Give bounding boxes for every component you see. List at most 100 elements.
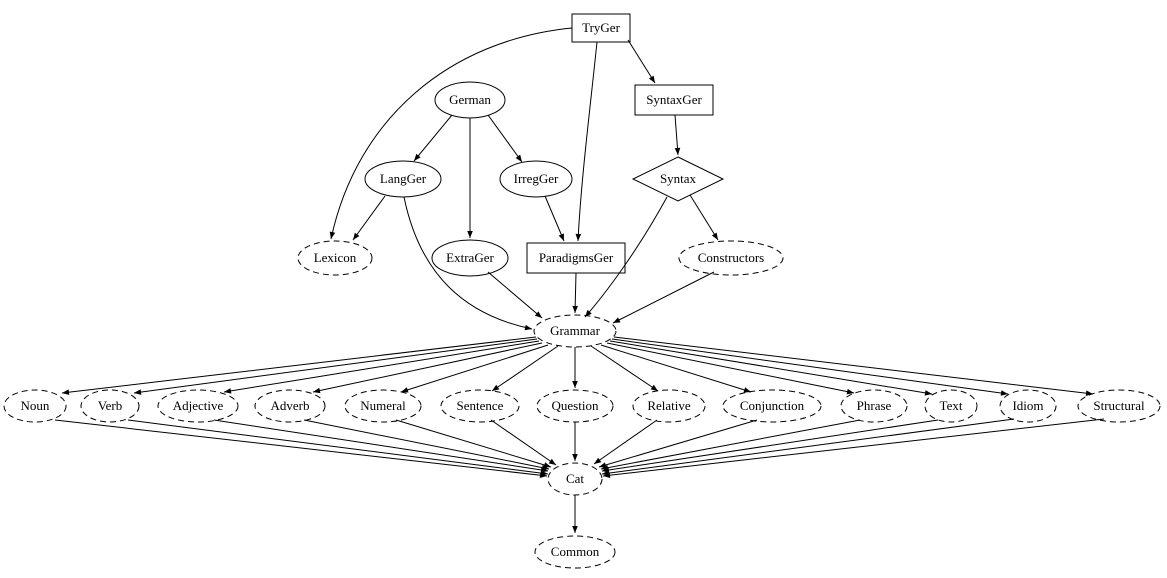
node-text-label: Text <box>940 398 963 413</box>
edge-sentence-cat <box>490 419 557 466</box>
edge-extrager-grammar <box>487 271 543 319</box>
node-lexicon: Lexicon <box>297 240 373 276</box>
node-adverb-shape <box>254 389 326 423</box>
node-text: Text <box>924 389 978 423</box>
edge-tryger-lexicon <box>329 27 573 240</box>
node-structural-shape <box>1077 389 1161 423</box>
node-langger-label: LangGer <box>380 171 427 186</box>
node-conjunction-shape <box>722 389 822 423</box>
node-adjective-shape <box>157 389 239 423</box>
edge-syntaxger-syntax <box>674 114 681 156</box>
edge-constructors-grammar <box>612 271 715 324</box>
node-numeral: Numeral <box>344 389 422 423</box>
edge-structural-cat <box>602 418 1105 478</box>
edge-text-cat <box>601 419 939 473</box>
node-syntax-shape <box>631 156 725 202</box>
edge-grammar-phrase <box>606 342 855 395</box>
node-noun: Noun <box>3 389 67 423</box>
node-sentence-shape <box>440 389 520 423</box>
node-lexicon-label: Lexicon <box>314 250 357 265</box>
edge-conjunction-cat <box>598 419 758 468</box>
edge-paradigmsger-grammar <box>572 272 578 314</box>
node-cat-label: Cat <box>566 471 584 486</box>
edges-layer <box>54 27 1105 533</box>
edge-grammar-noun <box>61 336 537 395</box>
edge-german-irregger <box>487 114 523 163</box>
edge-grammar-text <box>609 340 933 396</box>
node-verb-shape <box>80 389 140 423</box>
node-german-label: German <box>449 92 491 107</box>
node-lexicon-shape <box>297 240 373 276</box>
edge-grammar-sentence <box>491 345 559 392</box>
node-irregger-label: IrregGer <box>514 171 559 186</box>
node-syntaxger: SyntaxGer <box>634 84 714 116</box>
node-extrager-shape <box>431 239 509 277</box>
edge-adjective-cat <box>213 419 549 473</box>
node-grammar-label: Grammar <box>550 323 600 338</box>
node-adjective-label: Adjective <box>173 398 224 413</box>
node-syntax-label: Syntax <box>660 171 697 186</box>
node-constructors-shape <box>678 240 784 276</box>
edge-tryger-paradigmsger <box>575 41 598 242</box>
node-structural: Structural <box>1077 389 1161 423</box>
node-sentence-label: Sentence <box>457 398 504 413</box>
node-extrager-label: ExtraGer <box>446 250 494 265</box>
node-cat: Cat <box>547 462 603 496</box>
node-langger-shape <box>364 160 442 198</box>
edge-grammar-adverb <box>312 342 543 394</box>
node-noun-shape <box>3 389 67 423</box>
node-text-shape <box>924 389 978 423</box>
node-question-label: Question <box>552 398 599 413</box>
node-question: Question <box>536 389 614 423</box>
edge-phrase-cat <box>600 419 861 471</box>
node-irregger-shape <box>499 160 573 198</box>
node-paradigmsger-label: ParadigmsGer <box>539 250 614 265</box>
node-common: Common <box>534 535 616 569</box>
node-noun-label: Noun <box>21 398 50 413</box>
node-idiom: Idiom <box>999 389 1057 423</box>
edge-grammar-verb <box>133 338 538 395</box>
node-common-label: Common <box>551 544 600 559</box>
edge-grammar-adjective <box>223 340 540 394</box>
node-phrase-shape <box>840 389 908 423</box>
node-adjective: Adjective <box>157 389 239 423</box>
edge-syntax-grammar <box>584 196 668 318</box>
edge-grammar-structural <box>613 336 1094 396</box>
edge-relative-cat <box>593 419 658 465</box>
node-conjunction: Conjunction <box>722 389 822 423</box>
node-verb: Verb <box>80 389 140 423</box>
edge-adverb-cat <box>303 419 550 471</box>
edge-irregger-paradigmsger <box>544 195 565 242</box>
node-relative-shape <box>632 389 706 423</box>
node-common-shape <box>534 535 616 569</box>
edge-numeral-cat <box>395 419 552 468</box>
edge-grammar-conjunction <box>600 344 752 393</box>
edge-idiom-cat <box>601 418 1015 476</box>
node-grammar-shape <box>533 314 617 348</box>
node-paradigmsger: ParadigmsGer <box>526 242 626 274</box>
edge-grammar-relative <box>590 345 659 392</box>
node-constructors-label: Constructors <box>698 250 764 265</box>
nodes-layer: TryGer German SyntaxGer LangGer IrregGer… <box>3 13 1161 569</box>
node-adverb-label: Adverb <box>271 398 310 413</box>
edge-langger-grammar <box>403 196 533 331</box>
node-structural-label: Structural <box>1093 398 1145 413</box>
node-relative: Relative <box>632 389 706 423</box>
edge-grammar-idiom <box>611 338 1009 396</box>
node-idiom-shape <box>999 389 1057 423</box>
edge-verb-cat <box>127 419 549 476</box>
node-syntaxger-shape <box>634 84 714 116</box>
node-idiom-label: Idiom <box>1012 398 1043 413</box>
node-numeral-shape <box>344 389 422 423</box>
edge-grammar-numeral <box>400 344 549 393</box>
node-langger: LangGer <box>364 160 442 198</box>
node-conjunction-label: Conjunction <box>740 398 805 413</box>
edge-noun-cat <box>54 419 548 478</box>
node-relative-label: Relative <box>647 398 691 413</box>
node-numeral-label: Numeral <box>360 398 406 413</box>
edge-german-langger <box>413 114 453 162</box>
node-constructors: Constructors <box>678 240 784 276</box>
node-extrager: ExtraGer <box>431 239 509 277</box>
node-tryger-label: TryGer <box>582 20 620 35</box>
